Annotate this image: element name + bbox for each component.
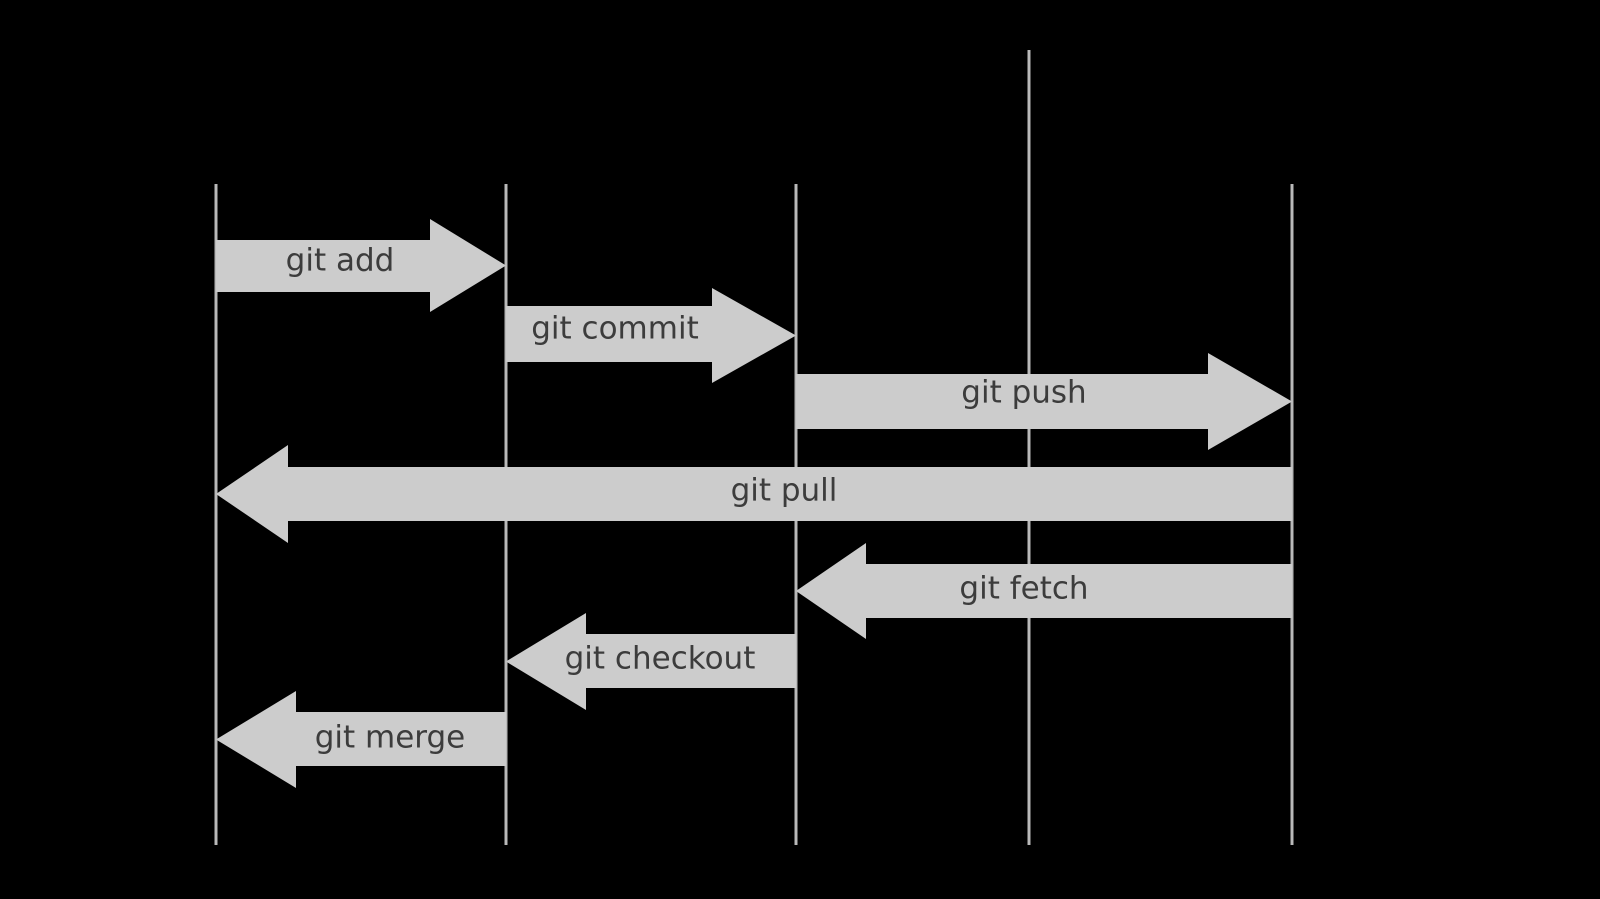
arrow-git-merge-shape [216, 691, 506, 788]
arrow-git-commit-shape [506, 288, 796, 383]
arrow-git-add-shape [216, 219, 506, 312]
arrow-git-push-shape [796, 353, 1292, 450]
arrow-git-checkout: git checkout [506, 613, 796, 710]
arrow-git-add-label: git add [286, 243, 395, 279]
arrow-git-commit: git commit [506, 288, 796, 383]
arrows-group: git add git commit git push git pull git fet… [216, 219, 1292, 788]
arrow-git-add: git add [216, 219, 506, 312]
arrow-git-pull: git pull [216, 445, 1292, 543]
arrow-git-pull-label: git pull [731, 473, 838, 509]
arrow-git-checkout-label: git checkout [565, 641, 756, 677]
arrow-git-checkout-shape [506, 613, 796, 710]
arrow-git-push: git push [796, 353, 1292, 450]
arrow-git-merge-label: git merge [315, 720, 466, 756]
arrow-git-fetch-label: git fetch [959, 571, 1088, 607]
arrow-git-merge: git merge [216, 691, 506, 788]
arrow-git-pull-shape [216, 445, 1292, 543]
arrow-git-push-label: git push [961, 375, 1086, 411]
arrow-git-commit-label: git commit [531, 311, 698, 347]
arrow-git-fetch-shape [796, 543, 1292, 639]
arrow-git-fetch: git fetch [796, 543, 1292, 639]
